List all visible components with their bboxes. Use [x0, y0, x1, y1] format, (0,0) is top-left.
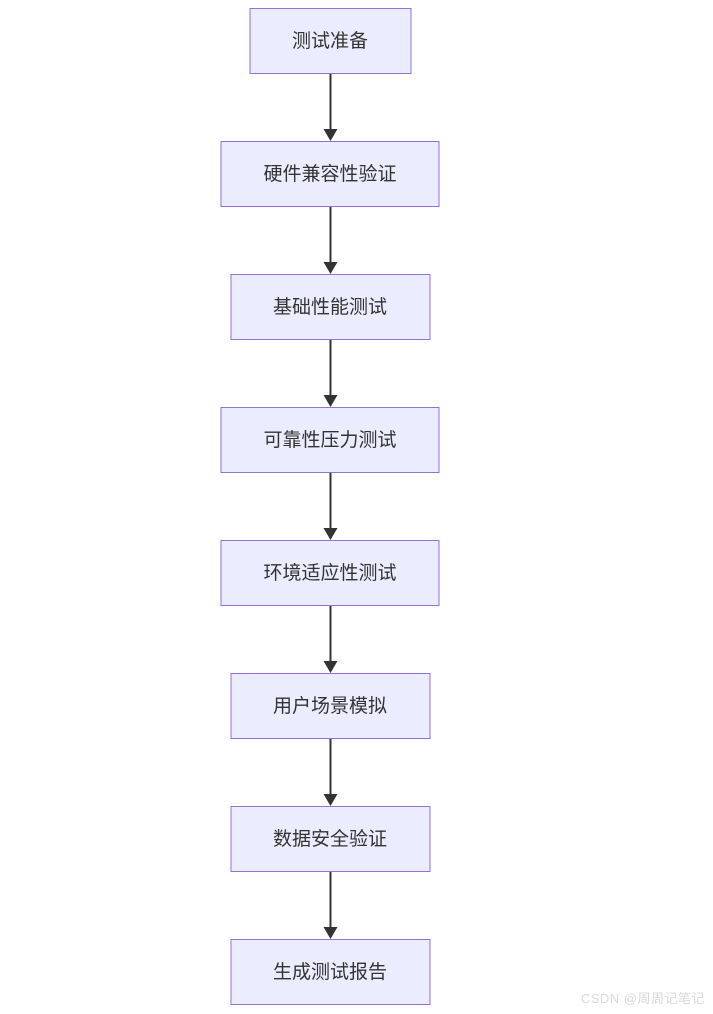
- flow-node-label: 可靠性压力测试: [263, 429, 397, 451]
- flow-node-environmental-adaptability: 环境适应性测试: [220, 540, 440, 606]
- flow-node-user-scenario-simulation: 用户场景模拟: [229, 673, 431, 739]
- flow-node-hardware-compatibility: 硬件兼容性验证: [220, 141, 440, 207]
- flow-node-label: 环境适应性测试: [263, 562, 397, 584]
- arrow-line: [328, 207, 331, 263]
- arrow-line: [328, 340, 331, 396]
- flowchart: 测试准备 硬件兼容性验证 基础性能测试 可靠性压力测试 环境适应: [220, 8, 440, 1005]
- flow-node-label: 基础性能测试: [272, 296, 388, 318]
- arrow-line: [328, 74, 331, 130]
- flow-node-label: 生成测试报告: [272, 961, 388, 983]
- arrow-line: [328, 606, 331, 662]
- flow-node-generate-report: 生成测试报告: [229, 939, 431, 1005]
- flow-arrow: [322, 606, 337, 673]
- arrow-line: [328, 473, 331, 529]
- flow-arrow: [322, 739, 337, 806]
- arrow-head-icon: [322, 129, 337, 141]
- csdn-watermark: CSDN @周周记笔记: [580, 991, 705, 1006]
- arrow-head-icon: [322, 794, 337, 806]
- arrow-line: [328, 739, 331, 795]
- flow-arrow: [322, 473, 337, 540]
- flow-node-label: 硬件兼容性验证: [263, 163, 397, 185]
- arrow-line: [328, 872, 331, 928]
- flow-node-label: 测试准备: [291, 30, 369, 52]
- flow-arrow: [322, 872, 337, 939]
- flow-arrow: [322, 74, 337, 141]
- flow-node-basic-performance: 基础性能测试: [229, 274, 431, 340]
- flow-arrow: [322, 207, 337, 274]
- flow-node-data-security: 数据安全验证: [229, 806, 431, 872]
- arrow-head-icon: [322, 927, 337, 939]
- flow-node-test-preparation: 测试准备: [248, 8, 412, 74]
- flow-arrow: [322, 340, 337, 407]
- arrow-head-icon: [322, 528, 337, 540]
- flow-node-label: 用户场景模拟: [272, 695, 388, 717]
- flow-node-label: 数据安全验证: [272, 828, 388, 850]
- arrow-head-icon: [322, 661, 337, 673]
- arrow-head-icon: [322, 395, 337, 407]
- flow-node-reliability-stress: 可靠性压力测试: [220, 407, 440, 473]
- arrow-head-icon: [322, 262, 337, 274]
